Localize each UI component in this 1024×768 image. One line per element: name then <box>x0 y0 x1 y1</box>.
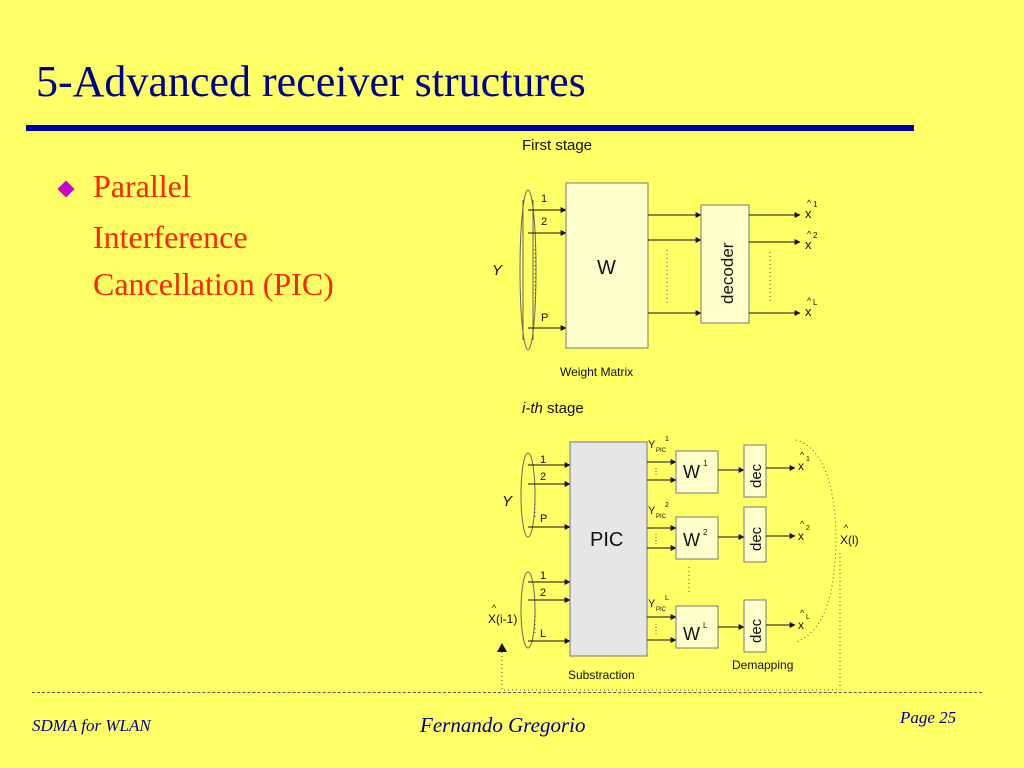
svg-text:1: 1 <box>703 459 708 468</box>
first-stage-caption: First stage <box>522 137 592 154</box>
bullet-line-2: Interference <box>93 219 248 255</box>
svg-text:^: ^ <box>492 603 497 613</box>
wl-box <box>675 605 719 649</box>
dec1-box <box>743 444 767 498</box>
pic-label: PIC <box>590 529 623 551</box>
pic-box <box>569 441 648 657</box>
svg-text:x: x <box>798 459 804 473</box>
ith-output-x1: ^ x 1 <box>798 450 810 473</box>
weight-matrix-caption: Weight Matrix <box>560 365 633 379</box>
svg-text:x: x <box>798 618 804 632</box>
svg-text:2: 2 <box>665 502 669 509</box>
decoder-label: decoder <box>718 242 737 304</box>
svg-text:2: 2 <box>540 471 546 483</box>
dec2-box <box>743 506 767 563</box>
weight-matrix-label: W <box>597 257 616 279</box>
svg-text:x: x <box>805 304 812 319</box>
svg-text:L: L <box>665 595 669 602</box>
svg-text:P: P <box>540 513 547 525</box>
port-label-1: 1 <box>541 193 547 205</box>
bullet-line-1: Parallel <box>93 168 191 204</box>
svg-text:^: ^ <box>807 229 812 239</box>
input-label-y: Y <box>492 262 503 279</box>
output-x2: ^ x 2 <box>805 229 818 252</box>
svg-text:^: ^ <box>800 519 805 529</box>
output-group-curve <box>795 439 837 643</box>
svg-text:PIC: PIC <box>656 514 667 520</box>
ith-output-xl: ^ x L <box>798 608 810 632</box>
decl-box <box>743 599 767 653</box>
ith-input-label-y: Y <box>502 493 513 510</box>
feedback-loop <box>501 553 841 691</box>
svg-text:2: 2 <box>703 528 708 537</box>
svg-text:^: ^ <box>844 523 849 533</box>
w2-box <box>675 516 719 560</box>
slide-title: 5-Advanced receiver structures <box>36 57 586 106</box>
substraction-caption: Substraction <box>568 668 635 682</box>
footer-rule <box>32 692 982 693</box>
svg-text:x: x <box>805 237 812 252</box>
svg-text:1: 1 <box>540 454 546 466</box>
feedback-input-label: X(i-1) <box>488 612 517 626</box>
svg-text:W: W <box>683 624 700 644</box>
svg-text:2: 2 <box>540 587 546 599</box>
svg-text:x: x <box>798 529 804 543</box>
ypic-label-2: Y PIC 2 <box>648 502 669 520</box>
svg-text:L: L <box>806 614 810 621</box>
svg-text:^: ^ <box>807 296 812 306</box>
svg-text:W: W <box>683 462 700 482</box>
svg-text:L: L <box>813 298 818 307</box>
input-bundle-ellipse <box>519 189 537 351</box>
footer-author: Fernando Gregorio <box>420 713 586 737</box>
svg-text:Y: Y <box>648 439 656 451</box>
port-label-2: 2 <box>541 216 547 228</box>
output-xl: ^ x L <box>805 296 818 319</box>
title-underline <box>26 125 914 131</box>
footer-left: SDMA for WLAN <box>32 716 151 735</box>
svg-text:W: W <box>683 530 700 550</box>
ith-stage-caption: i-th stage <box>522 400 584 417</box>
port-label-p: P <box>541 312 548 324</box>
svg-text:dec: dec <box>748 618 765 643</box>
svg-text:^: ^ <box>800 608 805 618</box>
ith-output-x2: ^ x 2 <box>798 519 810 543</box>
svg-text:1: 1 <box>806 456 810 463</box>
svg-text:dec: dec <box>748 526 765 551</box>
demapping-caption: Demapping <box>732 658 793 672</box>
svg-text:1: 1 <box>813 200 818 209</box>
svg-text:2: 2 <box>813 231 818 240</box>
output-x1: ^ x 1 <box>805 198 818 221</box>
svg-text:Y: Y <box>648 598 656 610</box>
ith-stage-diagram: i-th stage Y ^ X(i-1) 1 2 P 1 2 L PIC Su… <box>488 400 859 691</box>
svg-text:^: ^ <box>800 450 805 460</box>
svg-text:x: x <box>805 206 812 221</box>
svg-text:1: 1 <box>665 436 669 443</box>
svg-text:dec: dec <box>748 463 765 488</box>
svg-text:1: 1 <box>540 570 546 582</box>
svg-text:L: L <box>703 621 708 630</box>
bullet-line-3: Cancellation (PIC) <box>93 266 334 302</box>
result-label: X(l) <box>840 533 859 547</box>
page-number: Page 25 <box>900 708 957 727</box>
weight-matrix-box <box>565 182 649 349</box>
first-stage-diagram: First stage Y 1 2 P W Weight Matrix deco… <box>492 137 818 379</box>
svg-text:PIC: PIC <box>656 448 667 454</box>
svg-text:L: L <box>540 628 546 640</box>
svg-text:PIC: PIC <box>656 607 667 613</box>
w1-box <box>675 450 719 494</box>
svg-text:^: ^ <box>807 198 812 208</box>
svg-text:2: 2 <box>806 525 810 532</box>
svg-text:Y: Y <box>648 505 656 517</box>
decoder-box <box>700 204 750 324</box>
ypic-label-1: Y PIC 1 <box>648 436 669 454</box>
ypic-label-l: Y PIC L <box>648 595 669 613</box>
